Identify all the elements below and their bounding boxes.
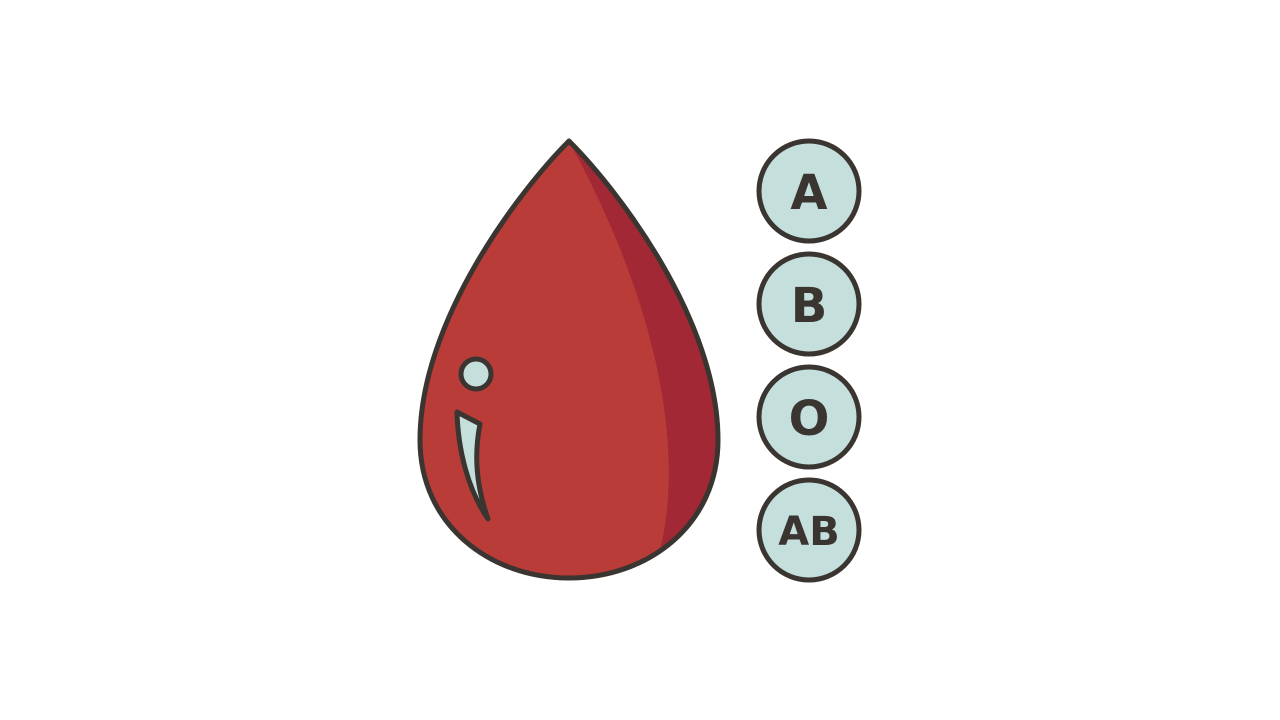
drop-highlight-streak bbox=[454, 409, 491, 522]
badge-ab: AB bbox=[756, 477, 862, 583]
badge-a: A bbox=[756, 138, 862, 244]
drop-shade bbox=[569, 141, 718, 550]
badge-ab-label: AB bbox=[778, 509, 839, 555]
badge-b: B bbox=[756, 251, 862, 357]
badge-o-label: O bbox=[789, 391, 830, 447]
badge-b-label: B bbox=[791, 278, 828, 334]
drop-outline bbox=[417, 138, 721, 581]
blood-drop-icon bbox=[417, 138, 721, 581]
badge-o: O bbox=[756, 364, 862, 470]
badge-a-label: A bbox=[790, 165, 827, 221]
blood-type-badges: A B O AB bbox=[756, 138, 862, 583]
drop-highlight-dot bbox=[458, 356, 494, 392]
